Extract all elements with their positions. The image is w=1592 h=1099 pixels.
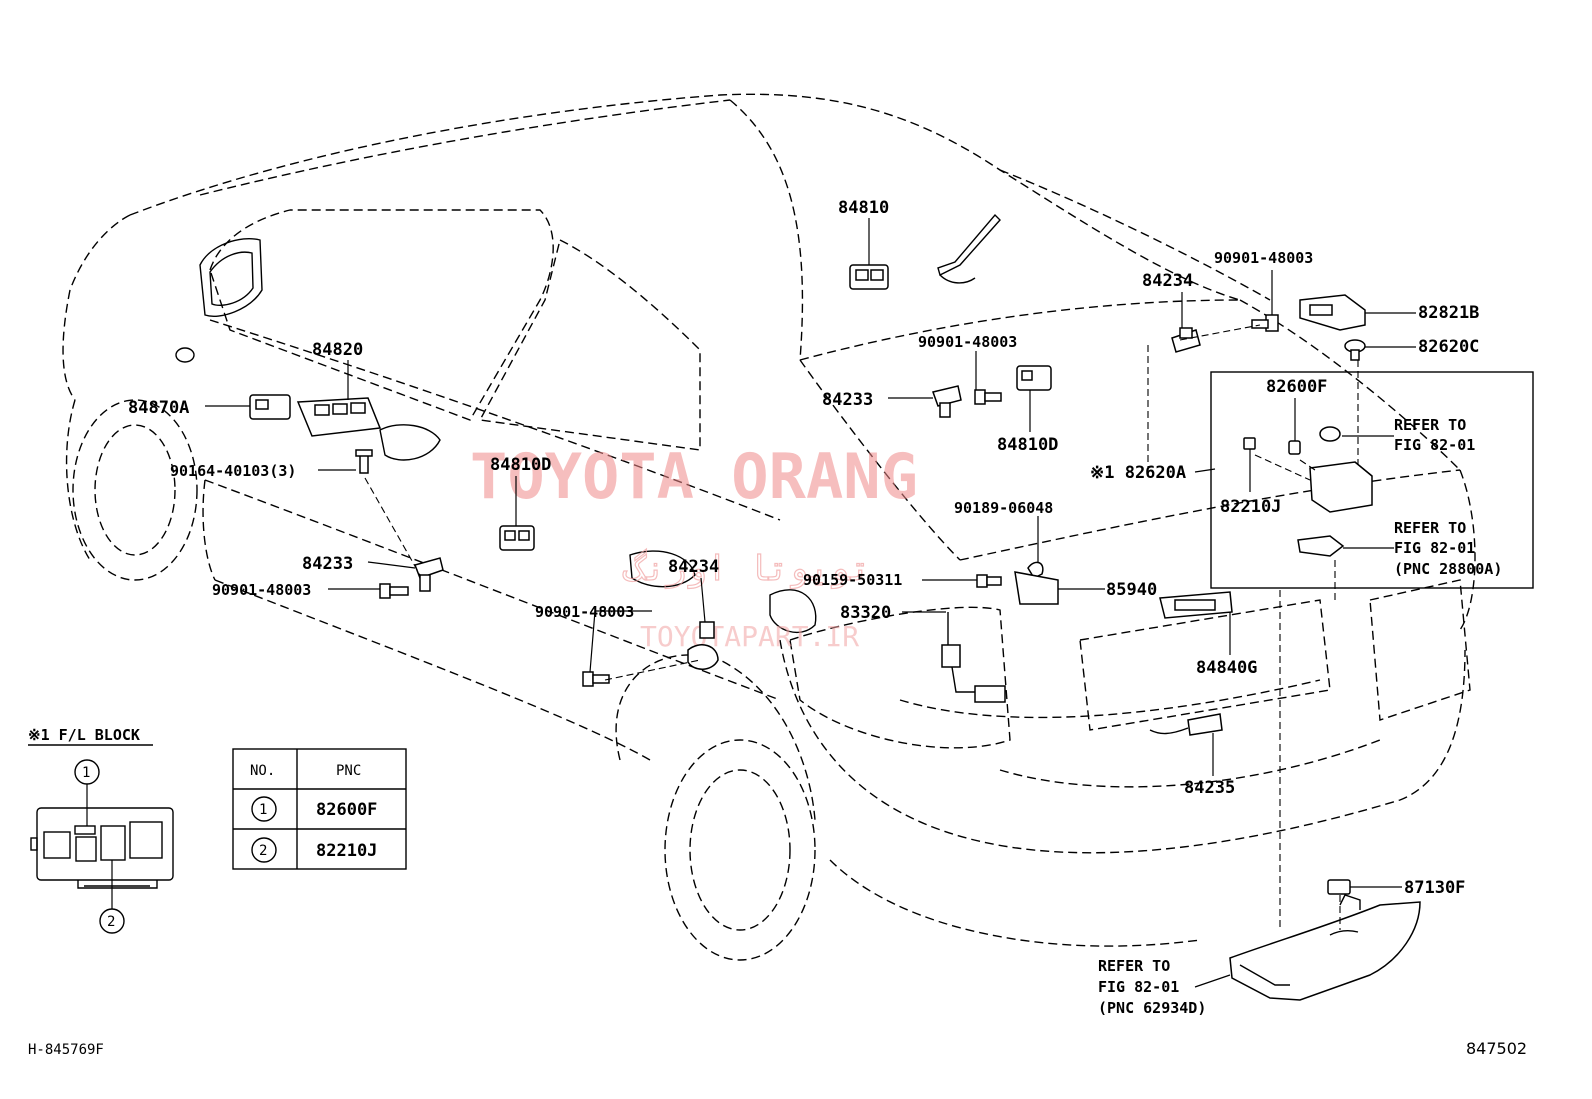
relay-85940-icon	[1014, 571, 1059, 605]
refer-note-2-line-3: (PNC 28800A)	[1394, 560, 1502, 578]
label-82821B: 82821B	[1418, 303, 1479, 323]
label-82620A: ※1 82620A	[1090, 463, 1186, 483]
courtesy-switch-84234-mid-icon	[687, 621, 719, 670]
refer-note-3-line-1: REFER TO	[1098, 957, 1170, 975]
table-header-pnc: PNC	[336, 763, 361, 779]
label-90164-40103: 90164-40103(3)	[170, 462, 296, 480]
refer-note-1-line-1: REFER TO	[1394, 416, 1466, 434]
refer-note-2-line-2: FIG 82-01	[1394, 539, 1475, 557]
duct-62934D-icon	[1229, 894, 1421, 1001]
table-row-1-no: 1	[259, 802, 267, 818]
bolt-90901-top-right-icon	[1251, 314, 1279, 332]
watermark-persian: تویوتا اورنگ	[622, 548, 871, 589]
switch-84870A-icon	[249, 394, 291, 420]
table-row-2-no: 2	[259, 843, 267, 859]
part-labels: 84810 84820 84870A 90164-40103(3) 84810D…	[128, 198, 1479, 898]
fusible-link-block-82620A-icon	[1309, 461, 1373, 513]
watermark: TOYOTA ORANG تویوتا اورنگ TOYOTAPART.IR	[470, 440, 918, 653]
fuse-slot-1	[74, 825, 96, 835]
sender-83320-icon	[941, 612, 1006, 703]
screw-90164-icon	[355, 449, 373, 474]
refer-note-3-line-2: FIG 82-01	[1098, 978, 1179, 996]
footer-left-code: H-845769F	[28, 1042, 104, 1058]
label-90901-48003-mid: 90901-48003	[535, 603, 634, 621]
label-84840G: 84840G	[1196, 658, 1257, 678]
connector-82821B-icon	[1299, 294, 1366, 331]
table-row-2-pnc: 82210J	[316, 841, 377, 861]
parts	[249, 264, 1421, 1001]
label-84233-left: 84233	[302, 554, 353, 574]
label-84235: 84235	[1184, 778, 1235, 798]
label-90189-06048: 90189-06048	[954, 499, 1053, 517]
refer-note-1-line-2: FIG 82-01	[1394, 436, 1475, 454]
table-row-1-pnc: 82600F	[316, 800, 377, 820]
label-84234-mid: 84234	[668, 557, 719, 577]
label-84870A: 84870A	[128, 398, 189, 418]
leader-lines	[205, 218, 1416, 988]
fuse-box-detail-frame	[1210, 371, 1534, 589]
label-90901-48003-top-center: 90901-48003	[918, 333, 1017, 351]
refer-note-2-line-1: REFER TO	[1394, 519, 1466, 537]
bolt-90901-center-icon	[974, 389, 1002, 405]
bolt-90901-mid-icon	[582, 671, 610, 687]
relay-slot-2	[100, 825, 126, 861]
car-body-outline	[62, 93, 1476, 961]
label-85940: 85940	[1106, 580, 1157, 600]
relay-82210J-icon	[1243, 437, 1256, 450]
label-83320: 83320	[840, 603, 891, 623]
switch-84810D-left-icon	[499, 525, 535, 551]
switch-84235-icon	[1149, 713, 1223, 736]
label-84810D-center: 84810D	[997, 435, 1058, 455]
courtesy-switch-84233-center-icon	[932, 385, 962, 418]
label-84234-top: 84234	[1142, 271, 1193, 291]
nut-icon	[1319, 426, 1341, 442]
table-header-no: NO.	[250, 763, 275, 779]
fl-block-inset: ※1 F/L BLOCK 1 2	[28, 726, 174, 934]
watermark-main: TOYOTA ORANG	[470, 440, 918, 513]
label-84810: 84810	[838, 198, 889, 218]
pnc-table: NO. PNC 1 82600F 2 82210J	[232, 748, 407, 870]
label-84810D-left: 84810D	[490, 455, 551, 475]
refer-notes: REFER TO FIG 82-01 REFER TO FIG 82-01 (P…	[1098, 416, 1502, 1017]
label-90901-48003-top-right: 90901-48003	[1214, 249, 1313, 267]
watermark-site: TOYOTAPART.IR	[640, 620, 859, 653]
clip-82620C-icon	[1344, 339, 1366, 361]
clip-87130F-icon	[1327, 879, 1351, 895]
screw-90159-icon	[976, 574, 1002, 588]
label-87130F: 87130F	[1404, 878, 1465, 898]
power-window-master-switch-icon	[296, 397, 382, 437]
switch-84810D-center-icon	[1016, 365, 1052, 391]
bolt-90901-left-icon	[379, 583, 409, 599]
marker-1-text: 1	[82, 765, 90, 781]
switch-84810-icon	[849, 264, 889, 290]
switch-84840G-icon	[1159, 591, 1233, 619]
label-82600F: 82600F	[1266, 377, 1327, 397]
fl-block-title: ※1 F/L BLOCK	[28, 726, 140, 744]
fuse-82600F-icon	[1288, 440, 1301, 455]
clamp-90189-icon	[1027, 561, 1044, 579]
label-82620C: 82620C	[1418, 337, 1479, 357]
courtesy-switch-84234-top-icon	[1171, 327, 1201, 353]
label-90159-50311: 90159-50311	[803, 571, 902, 589]
marker-2-text: 2	[107, 914, 115, 930]
label-90901-48003-left: 90901-48003	[212, 581, 311, 599]
label-84233-center: 84233	[822, 390, 873, 410]
label-84820: 84820	[312, 340, 363, 360]
bracket-28800A-icon	[1297, 535, 1345, 557]
label-82210J: 82210J	[1220, 497, 1281, 517]
footer-right-code: 847502	[1466, 1039, 1527, 1058]
refer-note-3-line-3: (PNC 62934D)	[1098, 999, 1206, 1017]
courtesy-switch-84233-left-icon	[414, 557, 444, 592]
